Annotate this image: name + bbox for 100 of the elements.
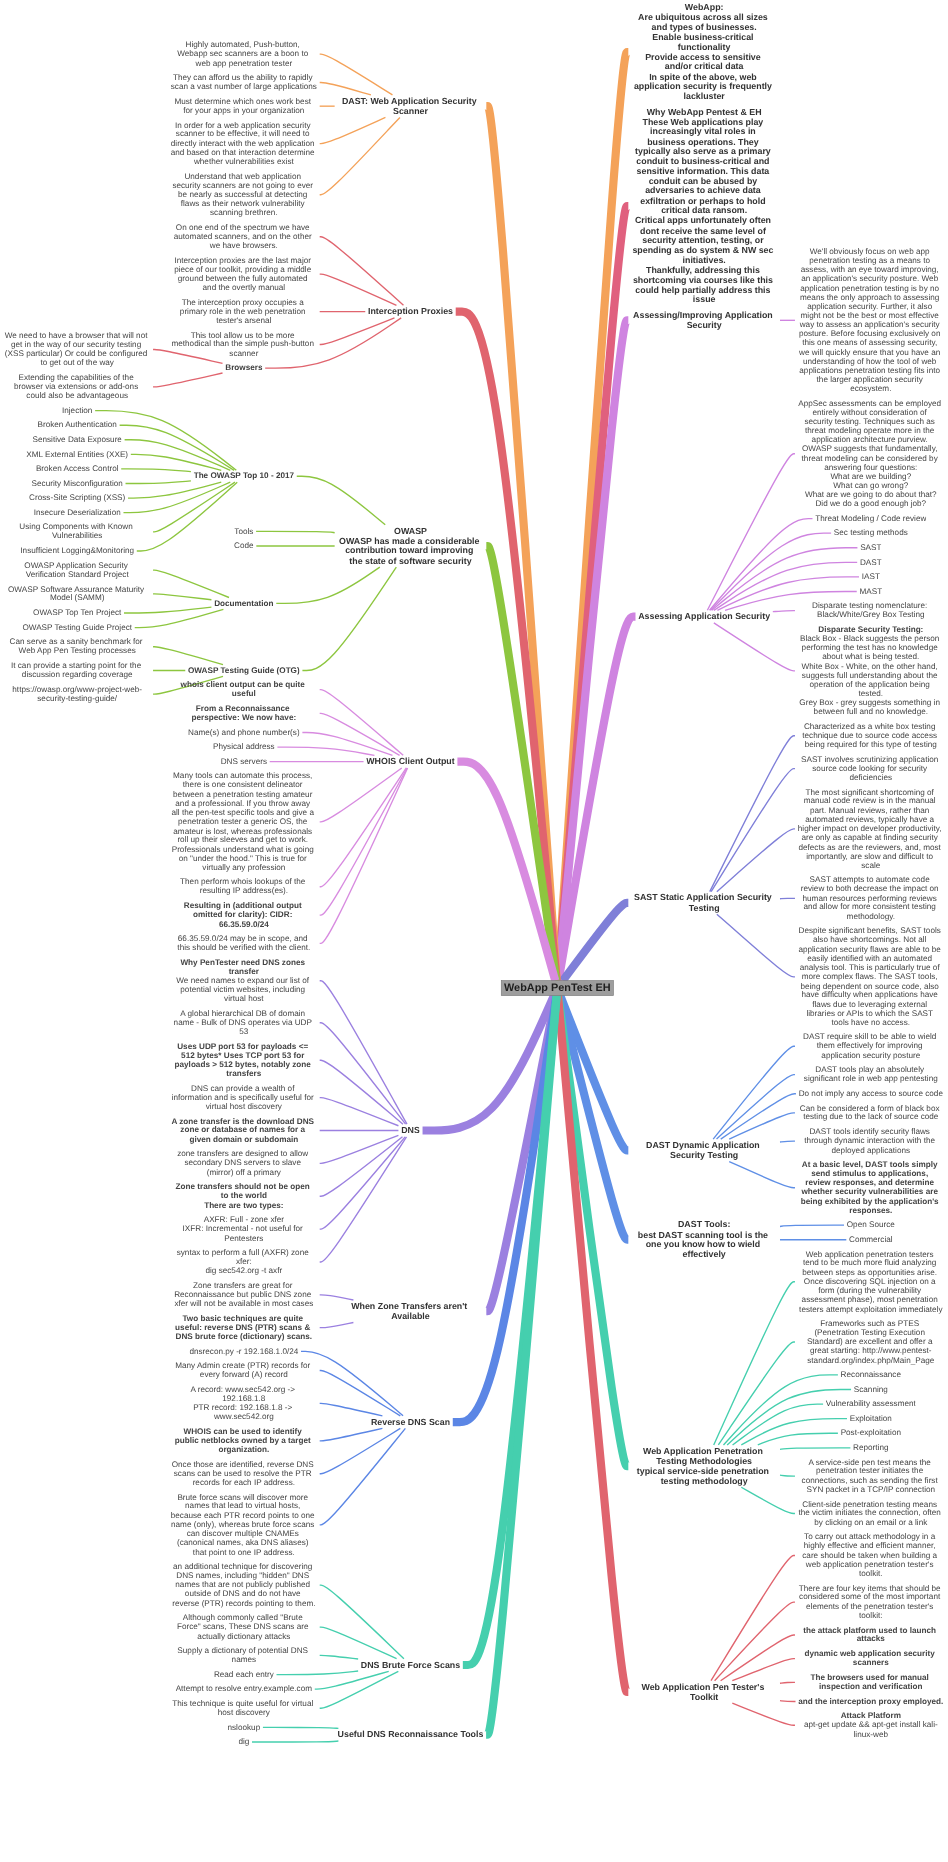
connector	[553, 995, 632, 1697]
connector	[726, 1388, 852, 1446]
connector	[740, 1486, 796, 1515]
connector	[319, 273, 398, 306]
connector	[319, 1136, 406, 1230]
connector	[319, 105, 336, 107]
connector	[319, 1321, 355, 1329]
connector	[314, 1670, 390, 1690]
connector	[300, 1350, 404, 1417]
connector	[152, 593, 213, 601]
connector	[275, 566, 381, 605]
connector	[720, 1093, 797, 1140]
connector	[319, 310, 366, 313]
connector	[296, 475, 386, 526]
connector	[731, 1702, 796, 1726]
connector	[716, 576, 860, 611]
connector	[716, 913, 796, 978]
connector	[319, 1136, 404, 1197]
connector	[319, 767, 409, 945]
connector	[319, 1427, 401, 1475]
connector	[124, 480, 192, 485]
connector	[319, 236, 405, 306]
connector	[152, 481, 236, 533]
connector	[728, 1112, 796, 1140]
connector	[709, 735, 796, 893]
connector	[731, 1403, 824, 1446]
connector	[123, 439, 231, 471]
connector	[717, 1341, 796, 1446]
connector	[559, 898, 632, 984]
connector	[122, 481, 231, 514]
connector	[319, 767, 407, 888]
connector	[713, 1281, 796, 1446]
connector	[554, 612, 638, 982]
connector	[779, 1447, 852, 1451]
connector	[757, 1432, 839, 1446]
connector	[319, 767, 408, 916]
connector	[319, 1670, 400, 1709]
connector	[152, 348, 224, 365]
connector	[262, 1726, 340, 1730]
connector	[319, 116, 401, 196]
connector	[319, 1427, 407, 1526]
connector	[728, 1160, 796, 1189]
connector	[319, 1294, 355, 1301]
connector	[136, 481, 238, 552]
connector	[127, 481, 222, 499]
connector	[319, 712, 401, 756]
connector	[779, 1700, 797, 1703]
connector	[483, 541, 561, 982]
connector	[715, 1073, 796, 1140]
connector	[713, 622, 796, 672]
connector	[319, 1402, 384, 1417]
connector	[152, 372, 224, 388]
connector	[319, 1427, 384, 1442]
connector	[275, 1670, 359, 1676]
connector	[710, 767, 796, 893]
connector	[779, 1239, 847, 1241]
connector	[319, 81, 372, 96]
connector	[319, 1022, 407, 1125]
connector	[319, 1096, 400, 1127]
connector	[713, 1601, 796, 1682]
connector	[319, 1059, 404, 1125]
connector	[779, 1224, 845, 1228]
connector	[251, 1740, 340, 1743]
connector	[722, 1374, 839, 1446]
connector	[779, 1681, 796, 1684]
connector	[319, 688, 404, 756]
connector	[152, 675, 224, 695]
connector	[319, 767, 403, 823]
connector	[319, 980, 408, 1125]
connector	[276, 746, 376, 756]
connector	[319, 1626, 398, 1660]
connector	[255, 530, 336, 534]
connector	[772, 609, 796, 613]
connector	[319, 1654, 359, 1660]
connector	[152, 569, 230, 599]
connector	[719, 1634, 796, 1682]
connector	[482, 995, 561, 1739]
connector	[708, 517, 814, 611]
connector	[779, 1474, 796, 1477]
connector	[152, 669, 186, 672]
connector	[482, 102, 561, 981]
connector	[319, 1369, 401, 1417]
connector	[94, 409, 237, 471]
connector	[269, 760, 365, 763]
connector	[711, 547, 859, 611]
connector	[301, 566, 397, 672]
connector	[152, 646, 224, 666]
connector	[120, 468, 192, 473]
connector	[706, 453, 796, 611]
connector	[319, 1136, 408, 1263]
connector	[740, 1417, 848, 1446]
connector	[716, 828, 796, 893]
connector	[319, 1584, 405, 1660]
connector	[713, 561, 858, 611]
connector	[130, 453, 222, 471]
connector	[123, 606, 213, 614]
connector	[710, 1554, 796, 1682]
connector	[712, 1045, 796, 1140]
connector	[724, 590, 858, 611]
connector	[118, 424, 235, 471]
